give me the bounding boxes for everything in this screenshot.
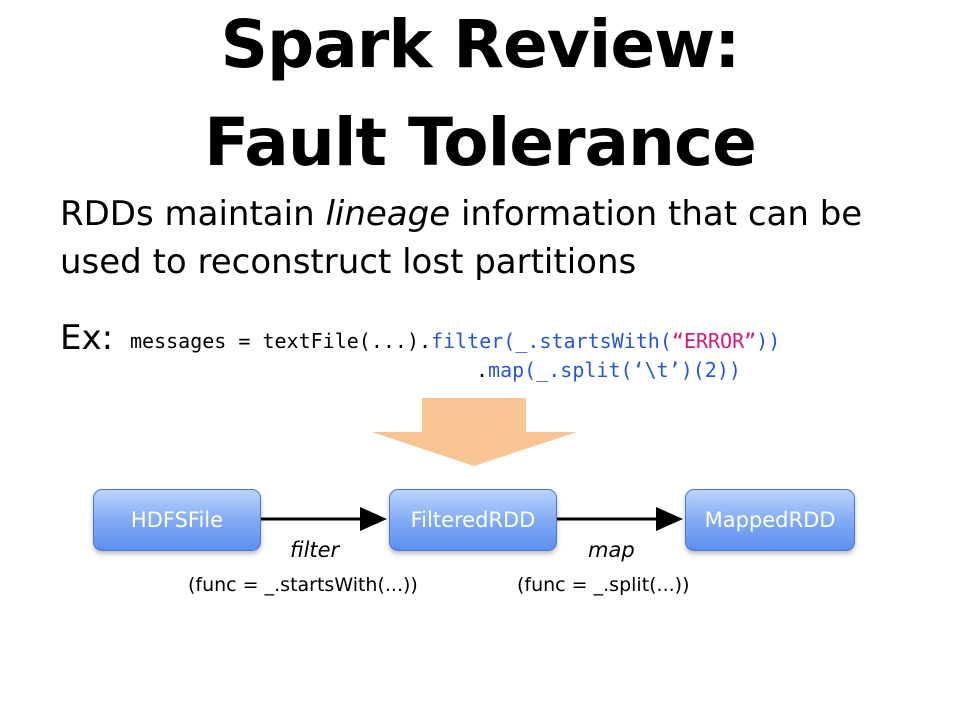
body-text: RDDs maintain lineage information that c… (60, 190, 930, 286)
code-line-1: messages = textFile(...).filter(_.starts… (130, 327, 780, 355)
edge-func-filter: (func = _.startsWith(...)) (188, 574, 418, 596)
edge-func-map: (func = _.split(...)) (517, 574, 690, 596)
body-text-part2: information that can be used to reconstr… (60, 194, 863, 282)
code-line1-close: )) (756, 329, 781, 353)
node-hdfsfile: HDFSFile (93, 489, 261, 551)
code-keyword-map: map (488, 358, 525, 382)
slide-title-line2: Fault Tolerance (204, 104, 757, 181)
code-line-2: .map(_.split(‘\t’)(2)) (476, 356, 741, 384)
code-line1-prefix: messages = textFile(...). (130, 329, 432, 353)
node-filteredrdd: FilteredRDD (389, 489, 557, 551)
edge-label-filter: filter (290, 538, 340, 562)
edge-label-map: map (588, 538, 635, 562)
code-string-error: “ERROR” (671, 329, 757, 353)
code-line1-call: (_.startsWith( (503, 329, 672, 353)
node-mappedrdd: MappedRDD (685, 489, 855, 551)
body-text-emphasis: lineage (325, 194, 451, 234)
slide-title-line1: Spark Review: (220, 6, 740, 83)
down-arrow-icon (372, 398, 577, 466)
code-keyword-filter: filter (431, 329, 504, 353)
example-label: Ex: (60, 318, 114, 358)
code-line2-dot: . (476, 358, 489, 382)
code-line2-call: (_.split(‘\t’)(2)) (524, 358, 741, 382)
body-text-part1: RDDs maintain (60, 194, 326, 234)
